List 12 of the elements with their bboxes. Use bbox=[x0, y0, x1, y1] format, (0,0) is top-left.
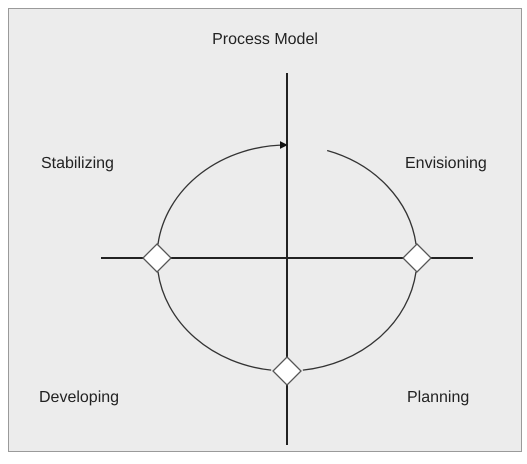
phase-label: Planning bbox=[407, 389, 470, 407]
phase-label: Stabilizing bbox=[41, 155, 114, 173]
milestone-diamond bbox=[142, 243, 172, 273]
cycle-arc bbox=[326, 150, 417, 244]
milestone-diamond bbox=[402, 243, 432, 273]
phase-label: Envisioning bbox=[405, 155, 487, 173]
cycle-arc bbox=[302, 272, 417, 371]
cycle-arc bbox=[157, 272, 272, 371]
cycle-arrow bbox=[157, 141, 288, 244]
diagram-title: Process Model bbox=[211, 31, 319, 49]
milestone-diamond bbox=[272, 356, 302, 386]
phase-label: Developing bbox=[39, 389, 120, 407]
